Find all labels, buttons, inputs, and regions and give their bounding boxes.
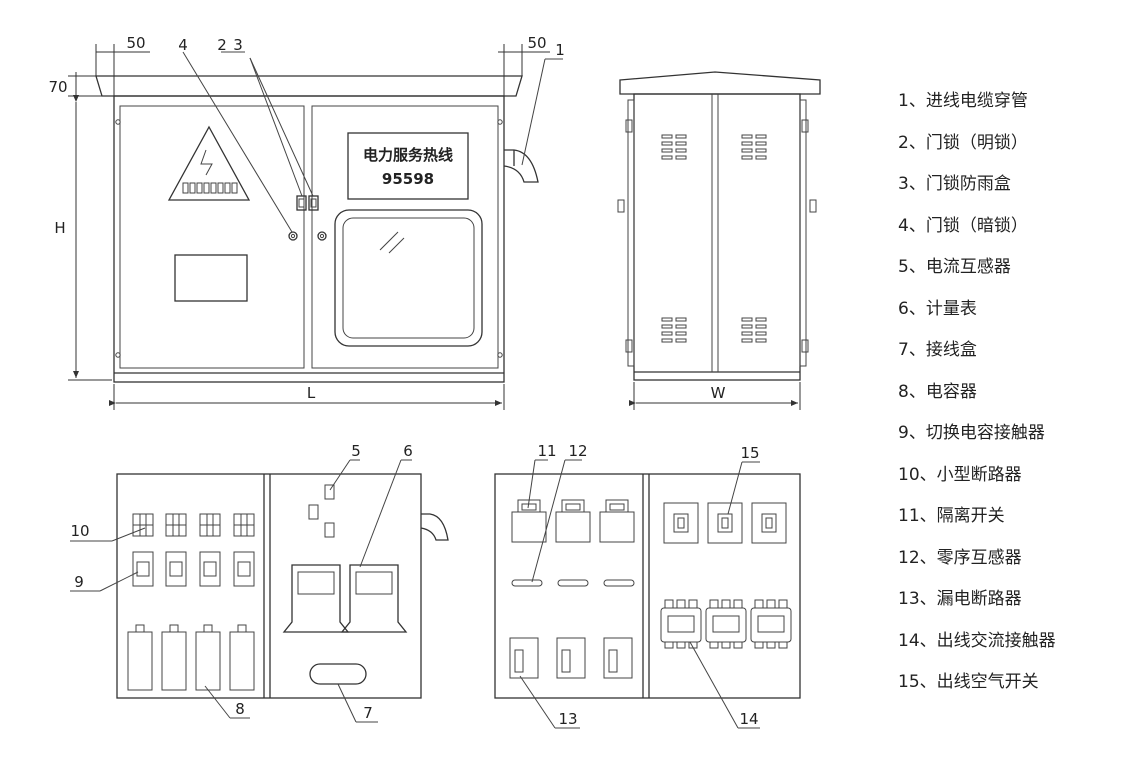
capacitors	[127, 624, 255, 691]
legend-item: 15、出线空气开关	[898, 672, 1039, 692]
callout-7: 7	[363, 704, 373, 722]
legend-item: 3、门锁防雨盒	[898, 174, 1011, 194]
dim-height: H	[54, 219, 65, 237]
callout-10: 10	[70, 522, 89, 540]
callout-8: 8	[235, 700, 245, 718]
legend-item: 11、隔离开关	[898, 506, 1005, 526]
legend-item: 6、计量表	[898, 298, 977, 319]
callout-15: 15	[740, 444, 759, 462]
legend-item: 1、进线电缆穿管	[898, 91, 1028, 111]
callout-13: 13	[558, 710, 577, 728]
dim-depth: W	[711, 384, 726, 402]
interior-view-left: 10 9 8 7 5 6	[70, 442, 449, 723]
callout-12: 12	[568, 442, 587, 460]
interior-view-right: 11 12 13 14 15	[494, 442, 801, 729]
side-view: W	[617, 71, 821, 410]
hotline-label: 电力服务热线	[363, 146, 453, 164]
legend-item: 13、漏电断路器	[898, 589, 1022, 609]
capacitor-contactors	[132, 551, 255, 587]
outgoing-air-switches	[663, 502, 787, 544]
legend-item: 12、零序互感器	[898, 547, 1022, 568]
nameplate	[174, 254, 248, 302]
roof	[95, 75, 523, 97]
legend-item: 5、电流互感器	[898, 257, 1011, 277]
dim-50-right: 50	[527, 34, 546, 52]
front-view: 电力服务热线 95598 4 2 3 1 50	[48, 34, 565, 410]
side-roof	[619, 71, 821, 95]
legend-item: 4、门锁（暗锁）	[898, 215, 1028, 236]
isolating-switches	[511, 499, 635, 543]
legend-item: 7、接线盒	[898, 340, 977, 360]
callout-6: 6	[403, 442, 413, 460]
callout-11: 11	[537, 442, 556, 460]
legend-item: 8、电容器	[898, 381, 977, 402]
right-door	[311, 105, 499, 369]
current-transformers	[308, 484, 335, 538]
terminal-box	[309, 663, 367, 685]
high-voltage-warning-icon	[167, 125, 251, 201]
legend-item: 10、小型断路器	[898, 464, 1022, 485]
zero-sequence-transformers	[511, 579, 635, 587]
interior-panel-right	[494, 473, 801, 699]
cabinet-drawing: 电力服务热线 95598 4 2 3 1 50	[48, 34, 821, 729]
dim-50-left: 50	[126, 34, 145, 52]
side-body	[633, 93, 801, 381]
callout-3: 3	[233, 36, 243, 54]
dim-70: 70	[48, 78, 67, 96]
hidden-lock-icon	[288, 231, 298, 241]
callout-4: 4	[178, 36, 188, 54]
legend-item: 14、出线交流接触器	[898, 630, 1056, 651]
cabinet-body	[113, 95, 505, 383]
cable-conduit	[503, 149, 539, 183]
legend-item: 9、切换电容接触器	[898, 423, 1045, 443]
component-legend: 1、进线电缆穿管 2、门锁（明锁） 3、门锁防雨盒 4、门锁（暗锁） 5、电流互…	[898, 86, 1138, 709]
outgoing-ac-contactors	[660, 599, 792, 649]
louvre-vents	[661, 134, 767, 343]
callout-9: 9	[74, 573, 84, 591]
callout-1: 1	[555, 41, 565, 59]
meter-window	[334, 209, 483, 347]
leakage-breakers	[509, 637, 633, 679]
miniature-breakers	[132, 513, 255, 537]
interior-panel-left	[116, 473, 422, 699]
dim-length: L	[307, 384, 316, 402]
left-door	[119, 105, 305, 369]
hotline-number: 95598	[382, 170, 434, 188]
lock-rain-box	[308, 195, 319, 211]
hotline-sign	[347, 132, 469, 200]
door-lock-visible	[296, 195, 307, 211]
callout-14: 14	[739, 710, 758, 728]
legend-item: 2、门锁（明锁）	[898, 132, 1028, 153]
energy-meters	[282, 564, 408, 633]
callout-5: 5	[351, 442, 361, 460]
callout-2: 2	[217, 36, 227, 54]
